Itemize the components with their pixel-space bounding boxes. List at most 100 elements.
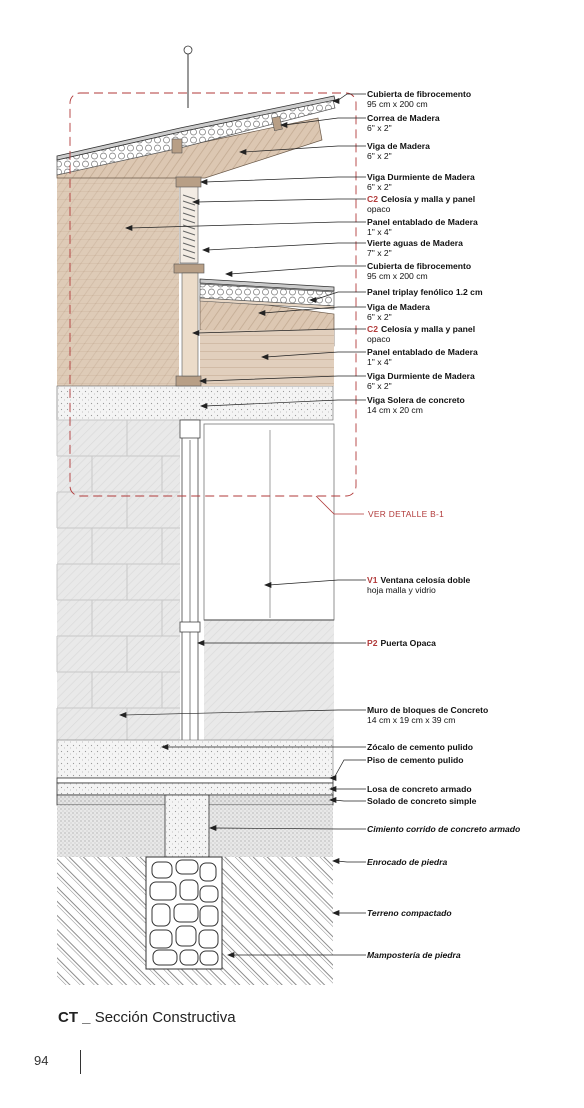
leader-line [196,328,366,334]
leader-line [204,176,366,183]
leader-arrowhead [161,743,169,751]
window-v1-opening [203,423,335,621]
callout-subtitle: 6" x 2" [367,182,392,192]
callout-title: Cubierta de fibrocemento [367,89,471,99]
masonry-stone [149,929,173,949]
callout-code: C2 [367,324,378,334]
callout-label-19: Piso de cemento pulido [367,755,463,765]
louver-slat [182,206,196,212]
leader-arrowhead [329,774,337,782]
leader-arrowhead [199,377,207,385]
masonry-stone [149,881,177,901]
callout-subtitle: 14 cm x 20 cm [367,405,423,415]
callout-label-25: Mampostería de piedra [367,950,461,960]
page-number-divider [80,1050,81,1074]
callout-title-text: Celosía y malla y panel [381,324,476,334]
leader-arrowhead [119,711,127,719]
callout-subtitle: 6" x 2" [367,381,392,391]
footing-column [164,794,210,858]
masonry-stone [198,929,219,949]
masonry-stone [151,903,171,927]
leader-line [129,221,366,229]
louver-slat [182,236,196,242]
callout-title-text: Solado de concreto simple [367,796,477,806]
leader-arrowhead [209,824,217,832]
drip-board [173,263,205,274]
callout-title-text: Muro de bloques de Concreto [367,705,489,715]
masonry-stone [199,862,217,882]
callout-title-text: Puerta Opaca [380,638,436,648]
leader-arrowhead [309,296,317,304]
callout-label-21: Solado de concreto simple [367,796,476,806]
callout-title-text: Correa de Madera [367,113,440,123]
callout-label-22: Cimiento corrido de concreto armado [367,824,520,834]
louver-slat [182,254,196,260]
callout-title: Vierte aguas de Madera [367,238,463,248]
callout-subtitle: 14 cm x 19 cm x 39 cm [367,715,456,725]
callout-subtitle: 7" x 2" [367,248,392,258]
leader-line [284,117,366,126]
block-wall-right [204,620,334,740]
callout-title: Enrocado de piedra [367,857,447,867]
leader-arrowhead [329,796,337,804]
callout-title: Viga de Madera [367,141,430,151]
callout-label-24: Terreno compactado [367,908,452,918]
leader-arrowhead [200,178,208,186]
detail-reference-label[interactable]: VER DETALLE B-1 [368,509,445,519]
masonry-stone [179,879,199,901]
callout-subtitle: hoja malla y vidrio [367,585,436,595]
caption-text: Sección Constructiva [94,1009,236,1026]
lower-roof-sheet [199,278,335,292]
callout-label-20: Losa de concreto armado [367,784,472,794]
callout-title-text: Cubierta de fibrocemento [367,89,472,99]
callout-label-9: Panel triplay fenólico 1.2 cm [367,287,483,297]
leader-arrowhead [332,97,340,105]
callout-subtitle: 1" x 4" [367,357,392,367]
callout-subtitle: 6" x 2" [367,123,392,133]
louver-slat [182,200,196,206]
leader-line [333,759,366,779]
callout-subtitle: 95 cm x 200 cm [367,271,428,281]
ridge-purlin [171,138,183,154]
leader-arrowhead [192,329,200,337]
wood-wall-upper-hatch [57,178,179,386]
masonry-stone [152,949,178,966]
leader-line [313,291,366,301]
callout-title-text: Panel entablado de Madera [367,347,478,357]
construction-section-drawing [56,45,366,985]
leader-line [206,242,366,251]
callout-title: Panel entablado de Madera [367,217,478,227]
callout-title-text: Panel entablado de Madera [367,217,478,227]
callout-title: Muro de bloques de Concreto [367,705,488,715]
callout-title-text: Viga Solera de concreto [367,395,465,405]
callout-title: Viga de Madera [367,302,430,312]
callout-title-text: Viga de Madera [367,302,430,312]
callout-title: Panel triplay fenólico 1.2 cm [367,287,483,297]
detail-b1-leader [315,495,364,515]
masonry-stone [175,925,197,947]
callout-title-text: Vierte aguas de Madera [367,238,463,248]
leader-line [123,709,366,716]
top-marker [183,45,193,55]
callout-title-text: Piso de cemento pulido [367,755,464,765]
leader-line [265,351,366,358]
callout-label-23: Enrocado de piedra [367,857,447,867]
callout-subtitle: opaco [367,204,391,214]
callout-title-text: Losa de concreto armado [367,784,472,794]
leader-line [336,860,366,863]
leader-arrowhead [329,785,337,793]
leader-arrowhead [264,581,272,589]
callout-title-text: Cubierta de fibrocemento [367,261,472,271]
callout-code: V1 [367,575,378,585]
